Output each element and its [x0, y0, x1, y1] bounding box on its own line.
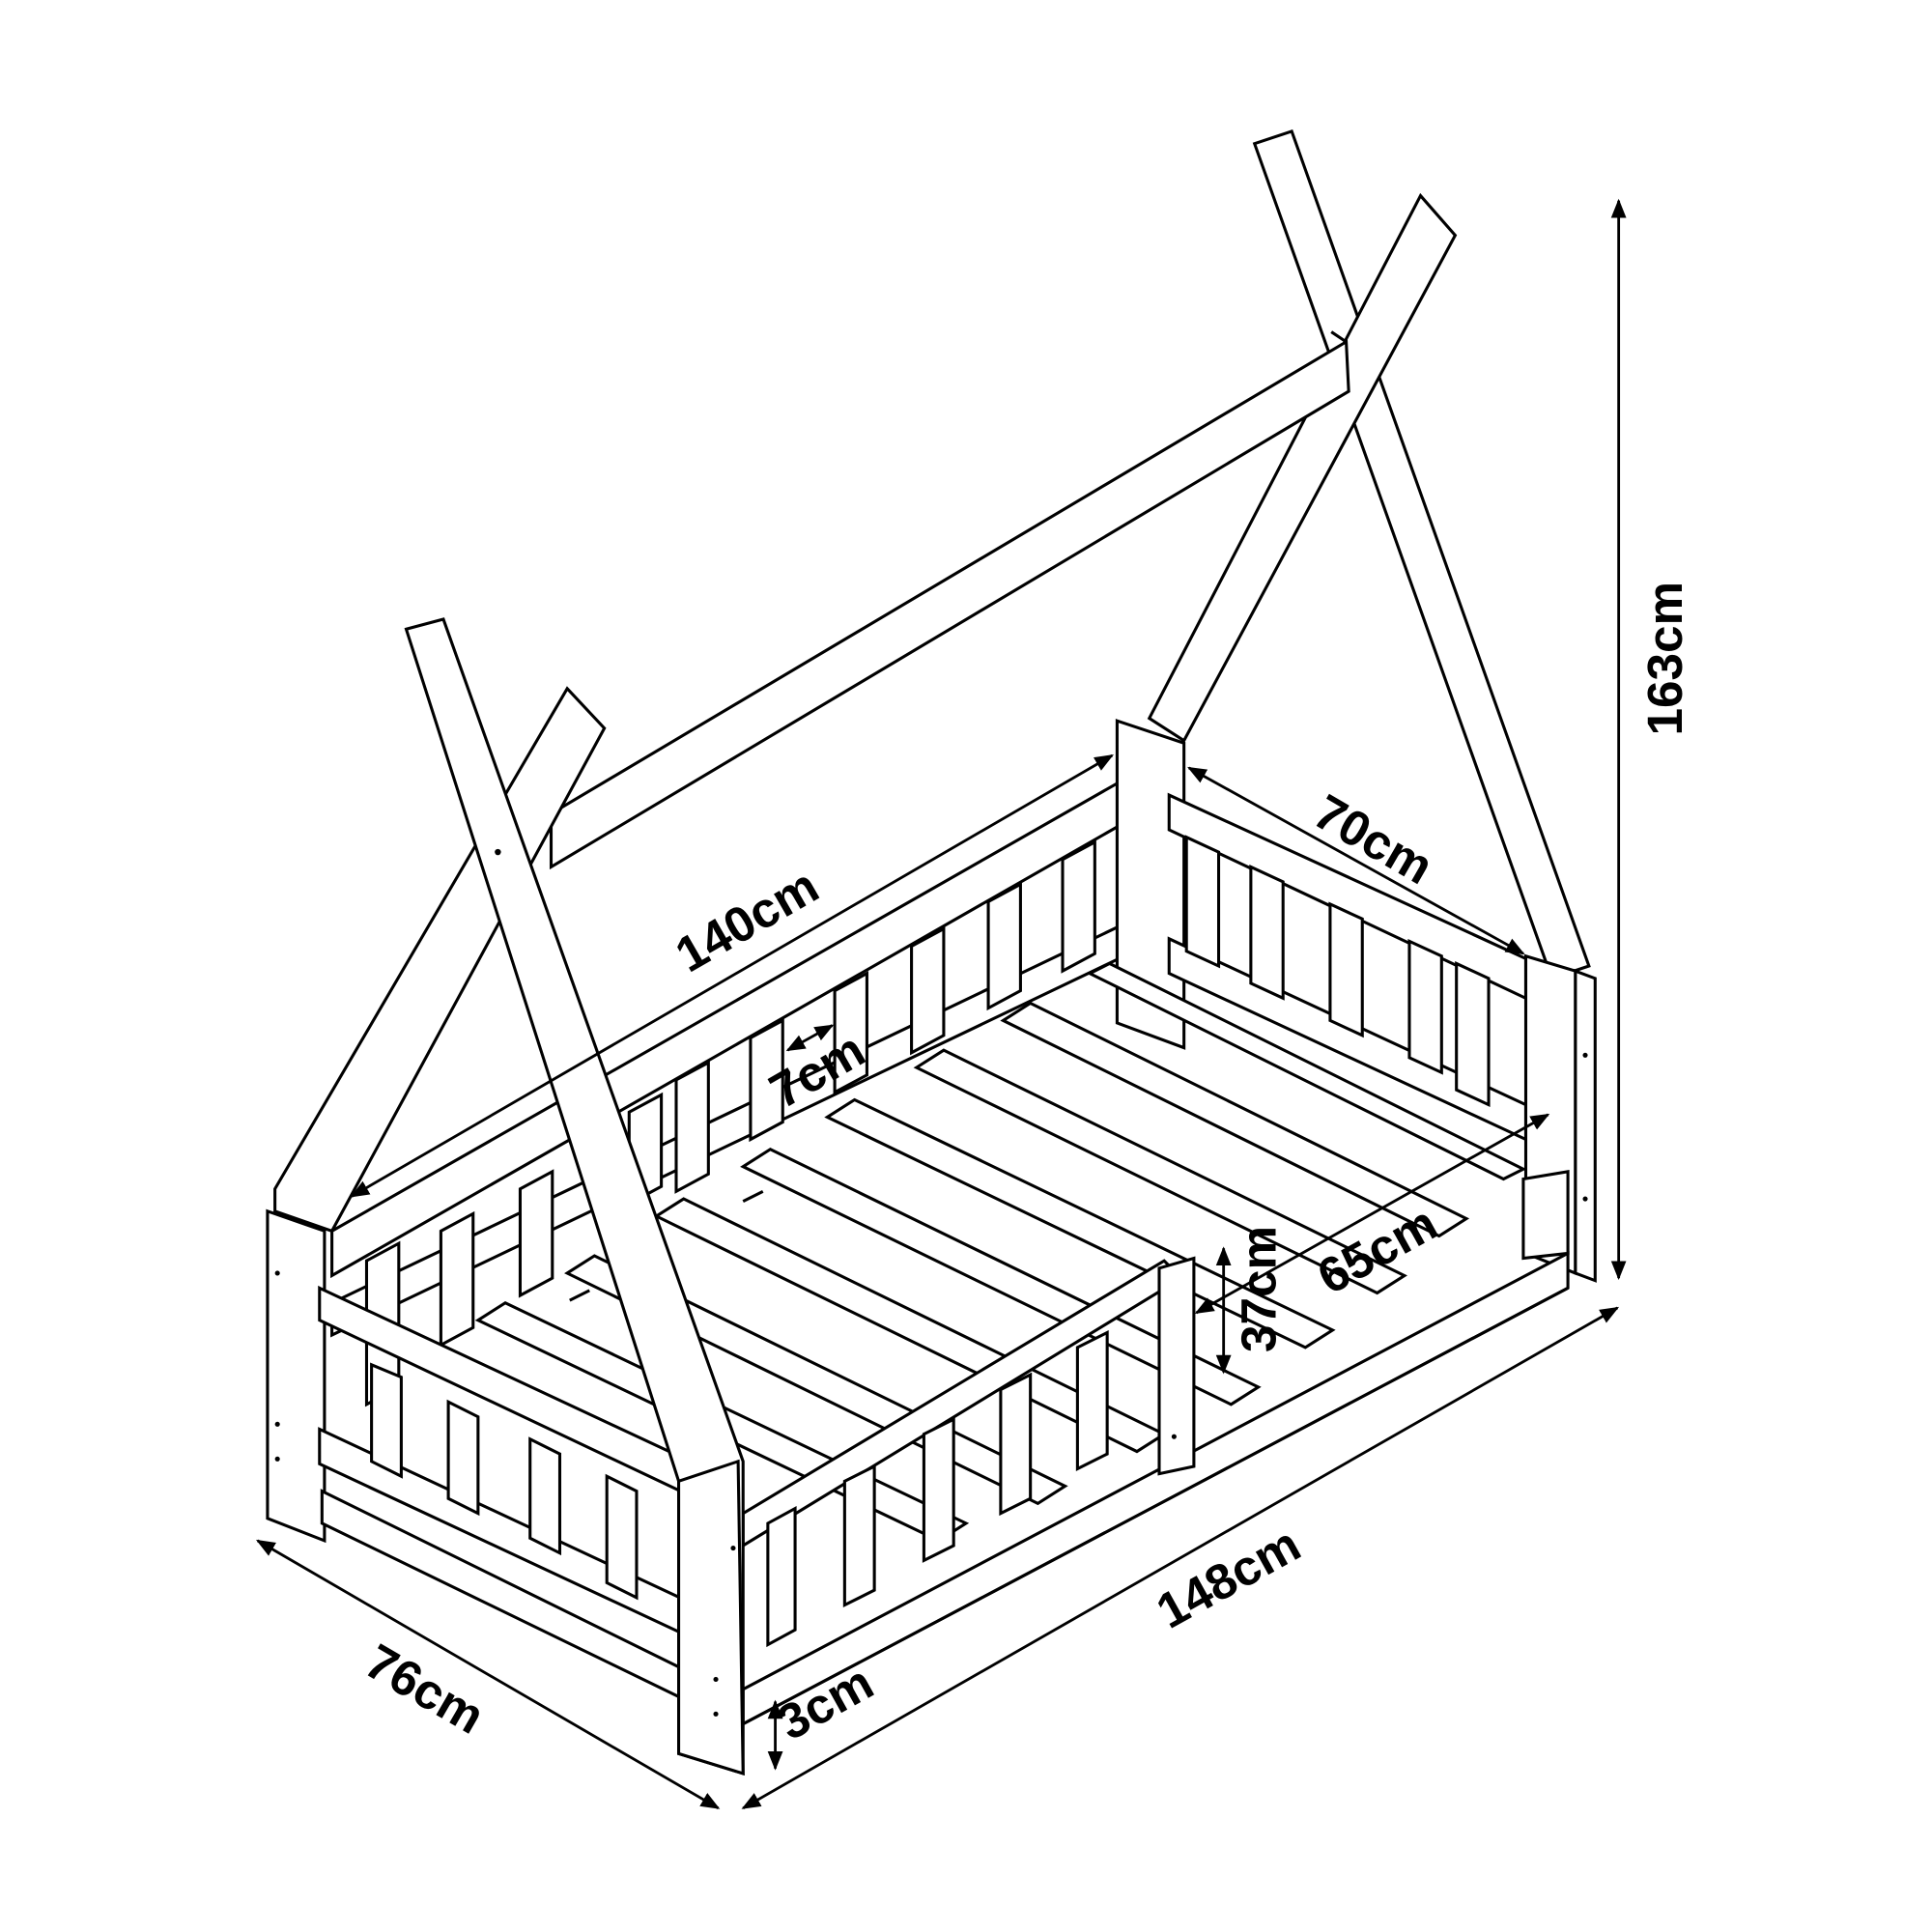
label-total-length: 148cm: [1148, 1517, 1309, 1639]
dimension-lines: [255, 198, 1627, 1810]
label-total-height: 163cm: [1637, 582, 1692, 736]
label-total-width: 76cm: [356, 1634, 494, 1745]
back-teepee-frame: [549, 128, 1591, 980]
label-rail-height: 37cm: [1232, 1226, 1287, 1352]
